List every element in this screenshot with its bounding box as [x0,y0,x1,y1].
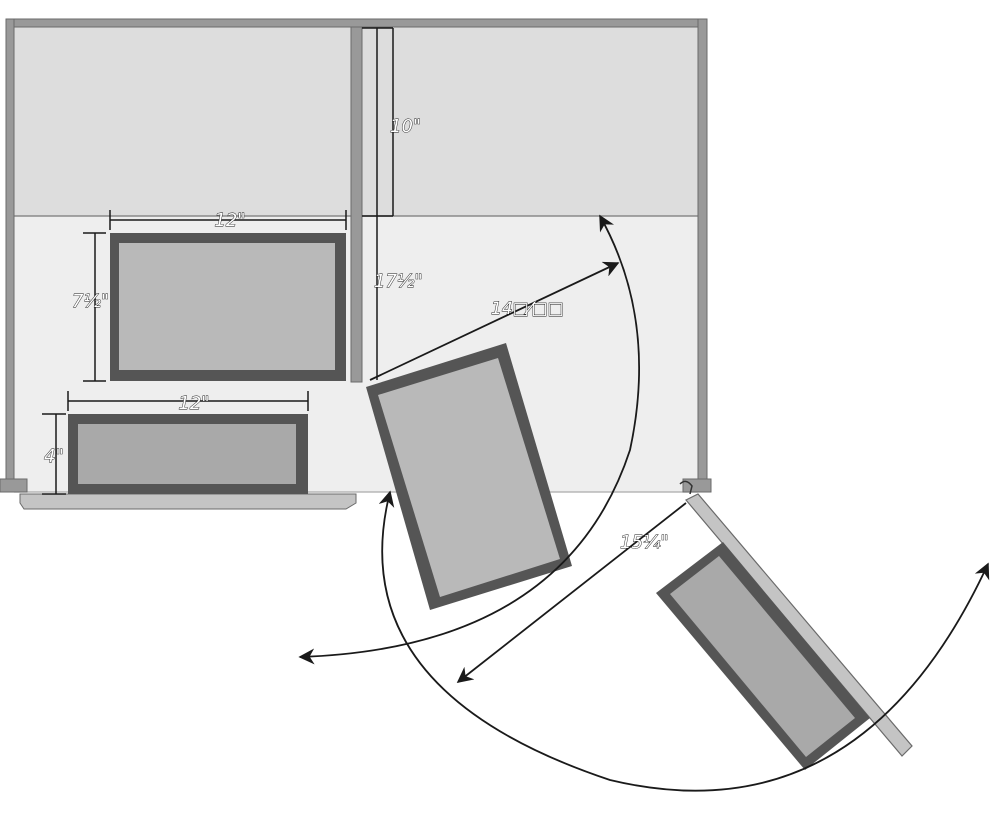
swing-drawer-arc-arrow [298,214,641,665]
top-wall [5,18,708,28]
door-mounted-drawer [656,480,913,770]
upper-drawer-width-label: 12" [214,210,245,231]
lower-left-drawer [68,414,308,494]
lower-drawer-width-label: 12" [178,393,209,414]
upper-left-drawer [110,233,346,381]
left-wall [5,18,15,483]
door-drawer-arc-arrow [378,490,990,792]
door-drawer-reach-label: 15¼" [620,532,669,553]
front-door-panel [19,493,357,510]
left-wall-foot [0,478,28,493]
lower-drawer-height-label: 4" [44,446,64,467]
divider-depth-label: 10" [390,116,421,137]
cabinet-walls [0,18,712,510]
upper-drawer-height-dimension [83,232,106,382]
lower-drawer-height-dimension [42,413,66,495]
right-wall [697,18,708,483]
upper-drawer-height-label: 7½" [72,291,109,312]
divider-gap-label: 17½" [374,271,423,292]
right-wall-foot [682,478,712,493]
swing-drawer-reach-label: 14□⁄□□ [491,299,564,319]
center-divider-wall [350,26,363,383]
